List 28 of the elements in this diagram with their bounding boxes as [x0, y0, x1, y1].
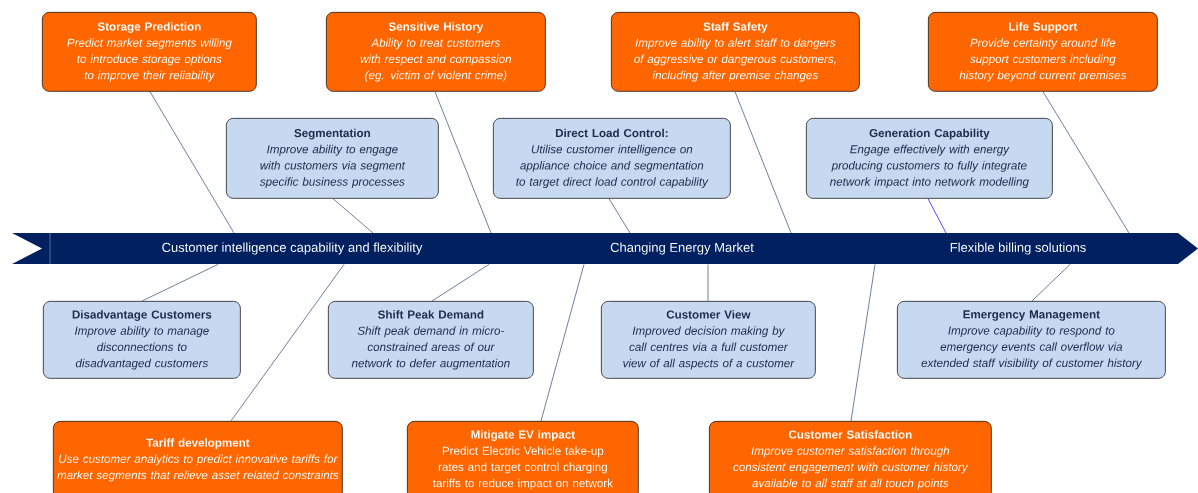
- connector-line: [927, 198, 947, 234]
- goal-box: Segmentation Improve ability to engage with customers via segment specific business processes: [226, 118, 439, 199]
- goal-box: Direct Load Control: Utilise customer intelligence on appliance choice and segmentation to target direct load control capability: [493, 118, 731, 199]
- connector-line: [434, 91, 492, 234]
- goal-box: Mitigate EV impact Predict Electric Vehicle take-up rates and target control charging tariffs to reduce impact on network: [407, 421, 639, 493]
- goal-box: Emergency Management Improve capability to respond to emergency events call overflow via extended staff visibility of customer history: [897, 301, 1166, 379]
- goal-box: Shift Peak Demand Shift peak demand in micro-constrained areas of our network to defer augmentation: [328, 301, 534, 379]
- goal-box: Tariff development Use customer analytics to predict innovative tariffs for market segments that relieve asset related constraints: [53, 421, 343, 493]
- goal-box: Customer Satisfaction Improve customer satisfaction through consistent engagement with customer history available to all staff at all touch points: [709, 421, 992, 493]
- goal-box: Sensitive History Ability to treat customers with respect and compassion (eg. victim of violent crime): [326, 12, 546, 92]
- connector-line: [431, 264, 490, 302]
- goal-box: Generation Capability Engage effectively with energy producing customers to fully integrate network impact into network modelling: [806, 118, 1053, 199]
- connector-line: [230, 264, 345, 422]
- goal-box: Disadvantage Customers Improve ability to manage disconnections to disadvantaged customers: [43, 301, 241, 379]
- connector-line: [734, 91, 792, 234]
- connector-line: [608, 198, 631, 234]
- connector-line: [707, 264, 709, 302]
- connector-line: [1042, 91, 1130, 234]
- goal-box: Staff Safety Improve ability to alert staff to dangers of aggressive or dangerous customers, including after premise changes: [611, 12, 860, 92]
- connector-line: [332, 198, 374, 234]
- connector-line: [141, 264, 219, 302]
- goal-box: Life Support Provide certainty around life support customers including history beyond current premises: [928, 12, 1158, 92]
- connector-line: [540, 264, 585, 422]
- connector-line: [850, 264, 876, 422]
- connector-line: [1031, 264, 1071, 302]
- goal-box: Storage Prediction Predict market segments willing to introduce storage options to improve their reliability: [42, 12, 257, 92]
- goal-box: Customer View Improved decision making by call centres via a full customer view of all aspects of a customer: [601, 301, 816, 379]
- connector-line: [149, 91, 235, 234]
